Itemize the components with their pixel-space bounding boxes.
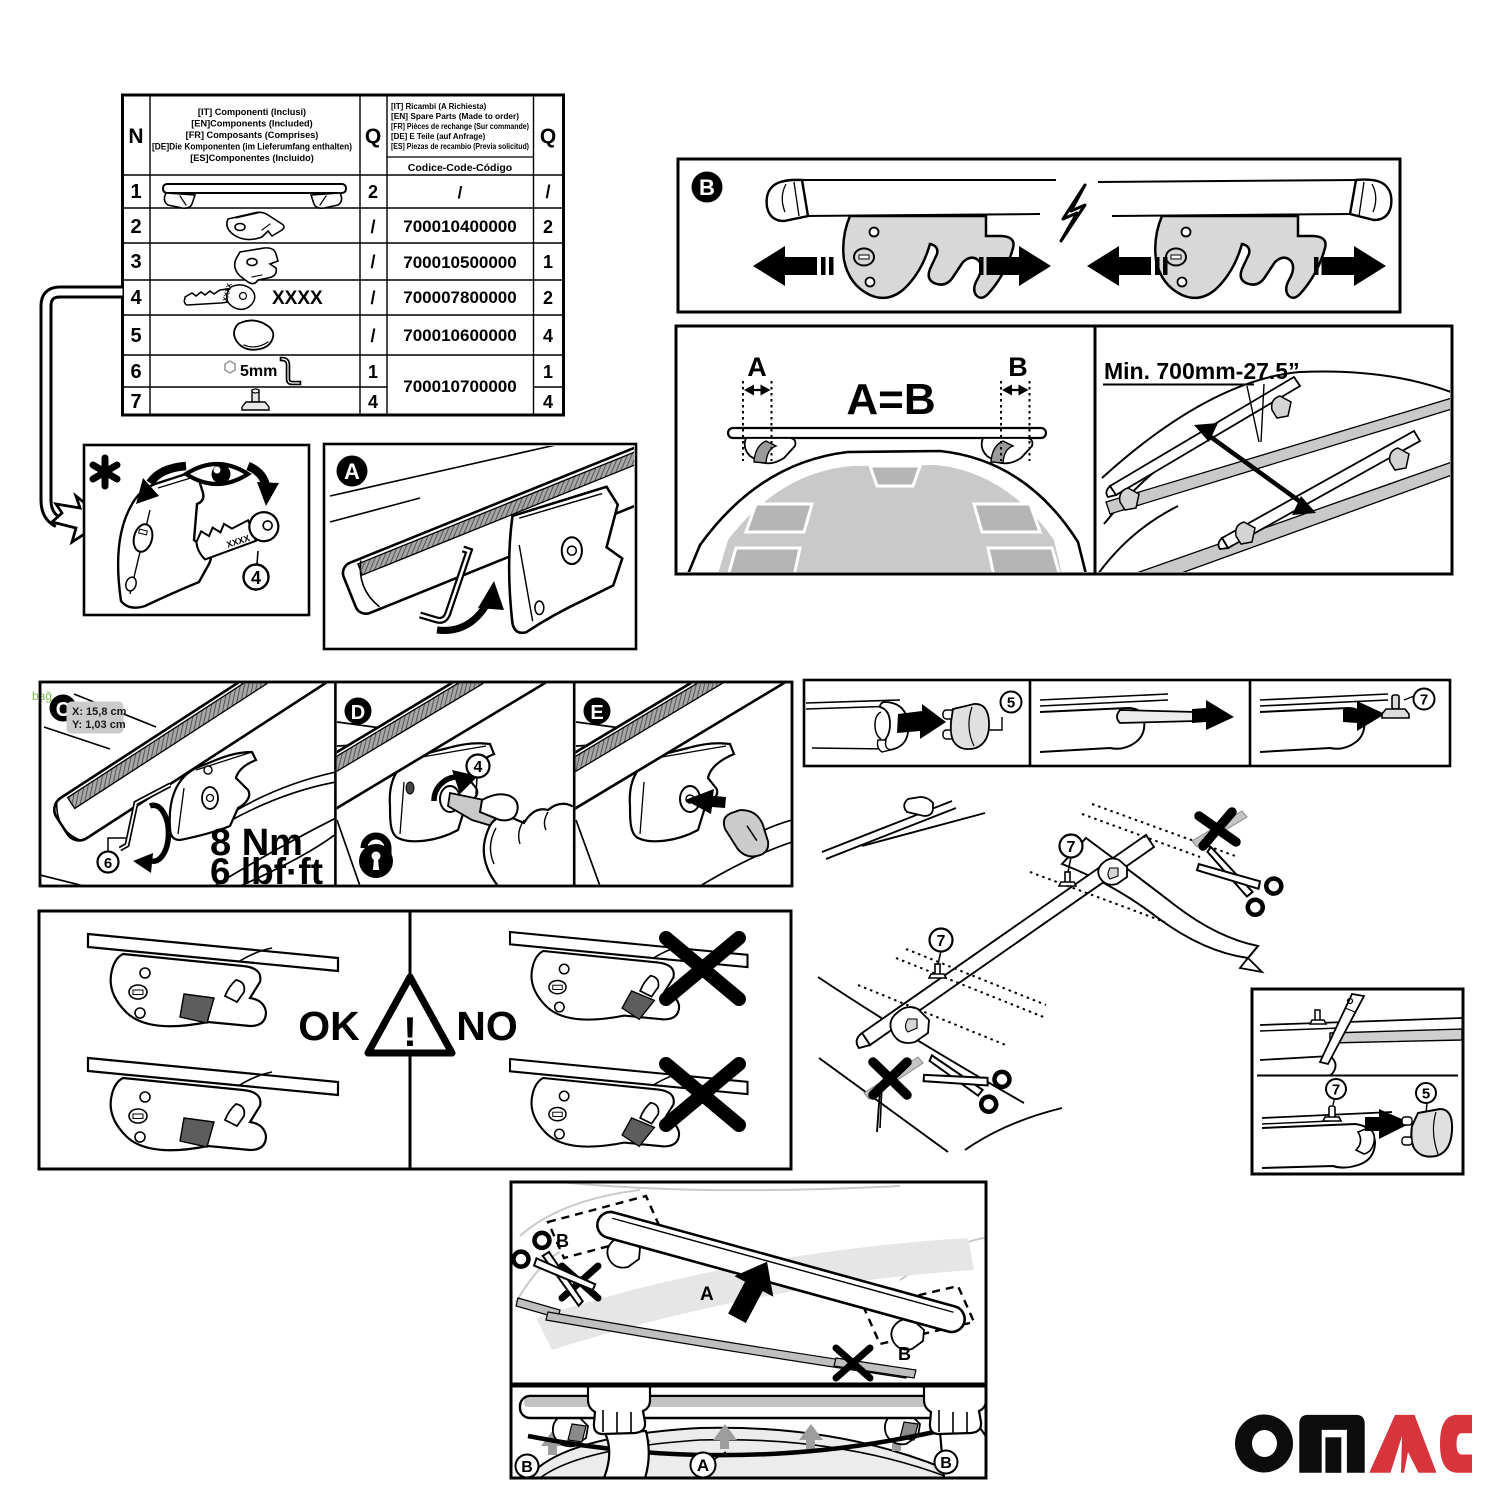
svg-text:3: 3 [130,251,141,273]
svg-text:[FR] Pièces de rechange (Sur c: [FR] Pièces de rechange (Sur commande) [391,122,529,131]
svg-text:1: 1 [543,362,553,382]
svg-text:1: 1 [368,362,378,382]
svg-text:700010600000: 700010600000 [403,326,516,345]
svg-text:1: 1 [543,252,553,272]
svg-text:N: N [128,125,143,148]
svg-text:XXXX: XXXX [272,288,323,309]
svg-text:700010400000: 700010400000 [403,217,516,236]
svg-text:A: A [697,1456,709,1475]
svg-text:B: B [1008,352,1028,382]
svg-text:4: 4 [474,759,483,776]
svg-text:5: 5 [130,325,141,347]
svg-text:4: 4 [251,568,261,588]
svg-text:6: 6 [104,855,112,872]
svg-text:/: / [370,288,375,308]
svg-text:8 Nm: 8 Nm [210,822,303,864]
svg-text:700010700000: 700010700000 [403,377,516,396]
svg-text:5mm: 5mm [240,363,277,380]
svg-text:7: 7 [1332,1082,1340,1099]
svg-text:[ES] Piezas de recambio (Previ: [ES] Piezas de recambio (Previa solicitu… [391,142,529,151]
svg-text:6: 6 [130,361,141,383]
svg-text:/: / [370,252,375,272]
svg-text:bağ: bağ [32,689,52,703]
svg-text:7: 7 [1067,839,1076,856]
svg-text:/: / [370,217,375,237]
svg-text:5: 5 [1422,1086,1430,1103]
svg-text:4: 4 [543,392,553,412]
svg-text:OK: OK [298,1003,360,1049]
svg-text:4: 4 [368,392,378,412]
svg-text:X: 15,8 cm: X: 15,8 cm [72,706,127,718]
svg-text:4: 4 [130,287,142,309]
svg-text:7: 7 [130,391,141,413]
svg-text:E: E [590,702,603,724]
svg-text:!: ! [403,1008,417,1055]
svg-text:Codice-Code-Código: Codice-Code-Código [408,162,512,174]
svg-text:/: / [370,326,375,346]
svg-text:700007800000: 700007800000 [403,288,516,307]
svg-text:NO: NO [456,1003,518,1049]
svg-text:D: D [351,702,365,724]
svg-text:[EN] Spare Parts (Made to orde: [EN] Spare Parts (Made to order) [391,112,519,121]
svg-text:B: B [556,1231,569,1251]
svg-text:4: 4 [543,326,553,346]
svg-text:Min. 700mm-27.5”: Min. 700mm-27.5” [1104,358,1300,384]
svg-text:A: A [700,1284,714,1305]
svg-text:[ES]Componentes (Incluido): [ES]Componentes (Incluido) [190,153,314,163]
svg-text:[IT] Componenti (Inclusi): [IT] Componenti (Inclusi) [198,107,306,117]
svg-text:B: B [699,175,715,200]
svg-text:B: B [940,1455,952,1472]
svg-text:[IT] Ricambi (A Richiesta): [IT] Ricambi (A Richiesta) [391,102,487,111]
svg-text:2: 2 [130,216,141,238]
svg-text:2: 2 [368,182,378,202]
svg-text:[DE]Die Komponenten (im Liefer: [DE]Die Komponenten (im Lieferumfang ent… [152,142,352,152]
svg-text:/: / [458,183,463,202]
svg-text:7: 7 [1420,692,1428,709]
svg-text:B: B [898,1344,911,1364]
svg-text:Q: Q [540,125,556,148]
svg-text:A: A [747,352,767,382]
svg-text:7: 7 [937,933,946,950]
svg-text:Y: 1,03 cm: Y: 1,03 cm [72,719,126,731]
svg-text:[EN]Components (Included): [EN]Components (Included) [191,119,312,129]
svg-text:2: 2 [543,217,553,237]
svg-text:A: A [344,459,360,484]
svg-text:1: 1 [130,181,141,203]
svg-text:6 lbf·ft: 6 lbf·ft [210,851,323,892]
svg-text:B: B [521,1459,533,1476]
svg-text:/: / [545,182,550,202]
svg-text:[DE] E Teile (auf Anfrage): [DE] E Teile (auf Anfrage) [391,132,486,141]
svg-text:Q: Q [365,125,381,148]
svg-text:[FR] Composants (Comprises): [FR] Composants (Comprises) [186,130,319,140]
svg-text:700010500000: 700010500000 [403,253,516,272]
svg-text:XXXX: XXXX [222,282,234,302]
svg-text:A=B: A=B [846,375,935,424]
svg-text:2: 2 [543,288,553,308]
svg-text:5: 5 [1007,695,1015,712]
